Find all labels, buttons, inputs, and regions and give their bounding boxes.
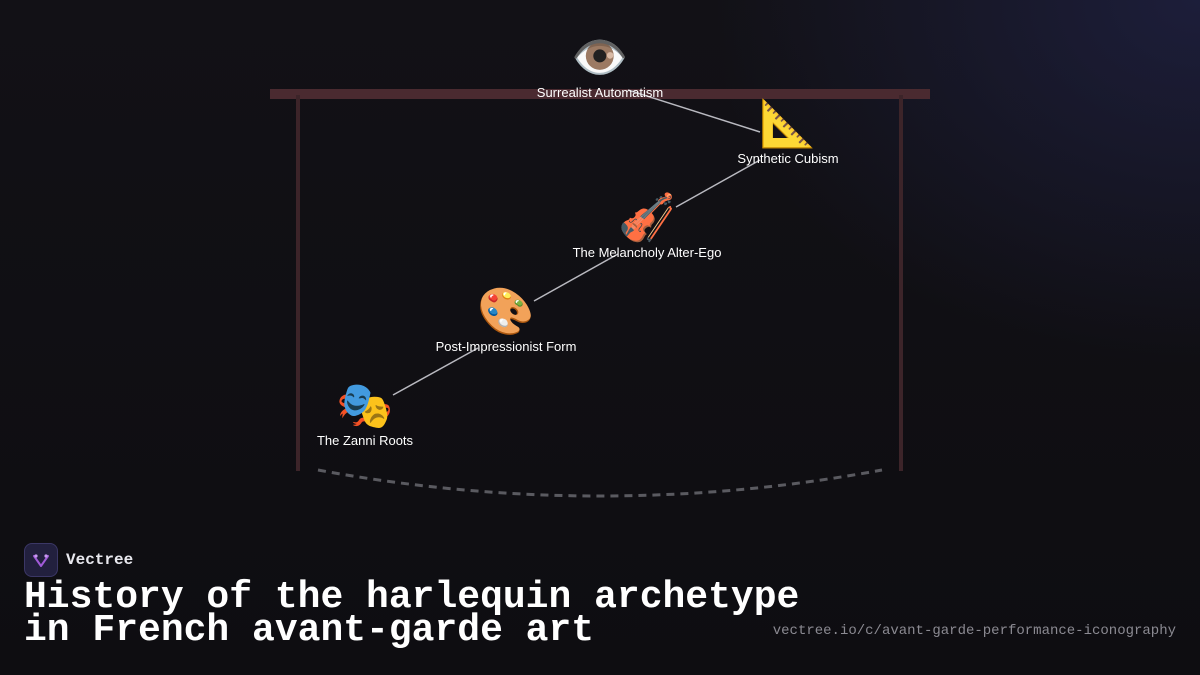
node-label: Synthetic Cubism [737, 151, 839, 166]
stage-left-post [296, 95, 300, 471]
stage-top-bar [270, 89, 930, 99]
brand[interactable]: Vectree [24, 543, 133, 577]
edge-cubism-surrealist [627, 89, 761, 133]
theater-masks-icon: 🎭 [336, 379, 394, 431]
node-label: The Zanni Roots [316, 433, 414, 448]
edge-melancholy-cubism [675, 159, 761, 208]
vectree-logo-icon [24, 543, 58, 577]
node-post-impressionist-form[interactable]: 🎨 Post-Impressionist Form [436, 285, 577, 355]
logo-glyph [33, 554, 49, 567]
node-label: The Melancholy Alter-Ego [572, 245, 722, 260]
edge-zanni-postimpressionist [392, 347, 479, 396]
eye-icon: 👁️ [571, 31, 629, 83]
edge-postimpressionist-melancholy [533, 253, 619, 302]
node-zanni-roots[interactable]: 🎭 The Zanni Roots [317, 379, 413, 449]
stage-frame [270, 89, 930, 498]
node-surrealist-automatism[interactable]: 👁️ Surrealist Automatism [537, 31, 663, 101]
node-label: Post-Impressionist Form [435, 339, 577, 354]
title-line-1: History of the harlequin archetype [24, 576, 800, 619]
node-synthetic-cubism[interactable]: 📐 Synthetic Cubism [737, 97, 838, 167]
page-title: History of the harlequin archetype in Fr… [24, 579, 804, 650]
brand-name: Vectree [66, 551, 134, 569]
node-label: Surrealist Automatism [536, 85, 664, 100]
stage-floor-arc [317, 468, 883, 498]
source-url[interactable]: vectree.io/c/avant-garde-performance-ico… [772, 623, 1176, 639]
title-line-2: in French avant-garde art [24, 609, 595, 652]
node-melancholy-alter-ego[interactable]: 🎻 The Melancholy Alter-Ego [573, 191, 722, 261]
diagram-canvas: 👁️ Surrealist Automatism 📐 Synthetic Cub… [270, 31, 930, 498]
footer: Vectree History of the harlequin archety… [24, 543, 1176, 653]
violin-icon: 🎻 [618, 191, 676, 243]
stage-right-post [899, 95, 903, 471]
artist-palette-icon: 🎨 [477, 285, 535, 337]
triangular-ruler-icon: 📐 [759, 97, 817, 149]
